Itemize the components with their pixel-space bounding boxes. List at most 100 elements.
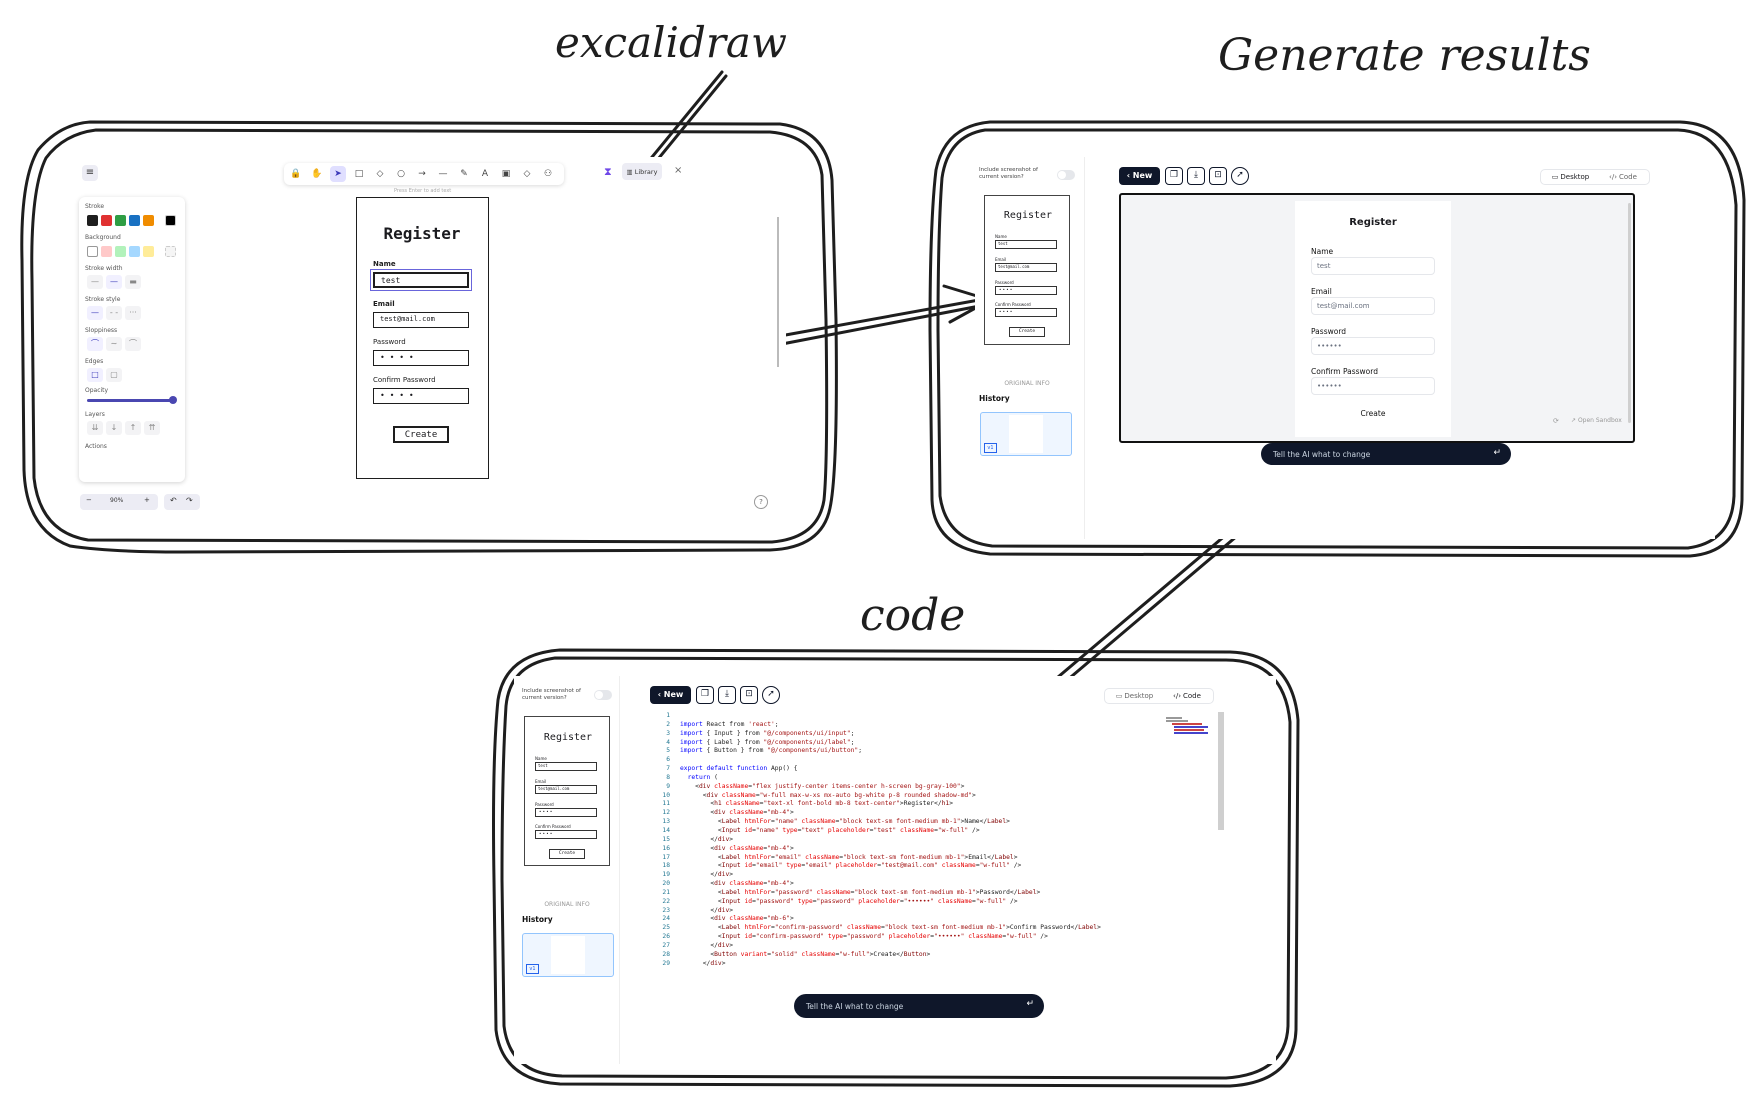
sloppiness-cartoonist[interactable]: ⌒ [125,337,141,351]
rectangle-tool[interactable]: □ [354,169,364,179]
desktop-tab[interactable]: ▭Desktop [1543,170,1598,184]
preview-password-input[interactable]: •••••• [1311,337,1435,355]
select-element-icon[interactable]: ➚ [1231,167,1249,185]
new-button[interactable]: ‹ New [1119,167,1160,185]
wireframe-confirm-input[interactable]: • • • • [373,388,469,404]
send-backward-icon[interactable]: ↓ [106,421,122,435]
sloppiness-artist[interactable]: ∼ [106,337,122,351]
magic-icon[interactable]: ⧗ [604,165,612,178]
zoom-level[interactable]: 90% [110,497,124,504]
original-thumbnail[interactable]: Register Name test Email test@mail.com P… [984,195,1070,345]
zoom-out-button[interactable]: − [86,496,92,504]
stroke-red[interactable] [101,215,112,226]
code-thumb-name-input: test [535,762,597,771]
opacity-handle[interactable] [169,396,177,404]
arrow-tool[interactable]: → [418,169,426,179]
code-download-icon[interactable]: ⤓ [718,686,736,704]
stroke-blue[interactable] [129,215,140,226]
bg-pink[interactable] [101,246,112,257]
code-deploy-icon[interactable]: ⊡ [740,686,758,704]
canvas-scrollbar[interactable] [777,217,779,367]
copy-icon[interactable]: ❐ [1165,167,1183,185]
image-tool[interactable]: ▣ [501,169,511,179]
line-number: 19 [662,871,670,879]
history-item-v1[interactable]: v1 [980,412,1072,456]
redo-button[interactable]: ↷ [186,496,193,505]
wireframe-password-input[interactable]: • • • • [373,350,469,366]
code-line: import { Label } from "@/components/ui/l… [680,738,855,746]
code-history-item-v1[interactable]: v1 [522,933,614,977]
bg-green[interactable] [115,246,126,257]
wireframe-create-button[interactable]: Create [393,426,449,443]
code-original-thumbnail[interactable]: Register Name test Email test@mail.com P… [524,716,610,866]
preview-create-button[interactable]: Create [1360,409,1386,418]
download-icon[interactable]: ⤓ [1187,167,1205,185]
enter-icon[interactable]: ↵ [1493,448,1501,458]
lock-tool[interactable]: 🔒 [290,169,302,179]
ai-prompt-input[interactable]: Tell the AI what to change ↵ [1261,443,1511,465]
preview-name-input[interactable]: test [1311,257,1435,275]
line-tool[interactable]: — [438,169,448,179]
stroke-orange[interactable] [143,215,154,226]
code-tab[interactable]: ‹/› Code [1609,173,1637,181]
ellipse-tool[interactable]: ○ [397,169,405,179]
open-sandbox-link[interactable]: ↗ Open Sandbox [1571,417,1622,424]
zoom-in-button[interactable]: + [144,496,150,504]
draw-tool[interactable]: ✎ [460,169,468,179]
send-to-back-icon[interactable]: ⇊ [87,421,103,435]
code-include-toggle[interactable] [594,690,612,700]
bring-forward-icon[interactable]: ↑ [125,421,141,435]
preview-confirm-input[interactable]: •••••• [1311,377,1435,395]
edges-sharp[interactable]: □ [87,368,103,382]
wireframe-frame[interactable]: Register Name test Email test@mail.com P… [356,197,489,479]
code-ai-prompt-input[interactable]: Tell the AI what to change ↵ [794,994,1044,1018]
close-icon[interactable]: × [674,165,683,176]
code-view-switch: ▭ Desktop ‹/› Code [1104,688,1214,704]
help-button[interactable]: ? [754,495,768,509]
code-scrollbar[interactable] [1218,712,1224,830]
hand-tool[interactable]: ✋ [311,169,323,179]
line-number: 15 [662,835,670,843]
code-code-tab[interactable]: ‹/› Code [1173,692,1201,700]
preview-email-input[interactable]: test@mail.com [1311,297,1435,315]
stroke-extra-bold[interactable]: ▬ [125,275,141,289]
deploy-icon[interactable]: ⊡ [1209,167,1227,185]
edges-round[interactable]: ▢ [106,368,122,382]
extra-tools[interactable]: ⚇ [543,169,553,179]
undo-button[interactable]: ↶ [170,496,177,505]
code-desktop-tab[interactable]: ▭ Desktop [1115,692,1154,700]
opacity-slider[interactable] [87,399,173,402]
stroke-current[interactable] [165,215,176,226]
bg-blue[interactable] [129,246,140,257]
library-button[interactable]: ▥Library [622,163,662,180]
text-tool[interactable]: A [481,169,489,179]
selection-tool[interactable]: ➤ [330,166,346,182]
menu-button[interactable]: ≡ [82,165,98,181]
wireframe-email-input[interactable]: test@mail.com [373,312,469,328]
sloppiness-architect[interactable]: ⌒ [87,337,103,351]
stroke-dotted[interactable]: ··· [125,306,141,320]
include-screenshot-toggle[interactable] [1057,170,1075,180]
code-select-element-icon[interactable]: ➚ [762,686,780,704]
stroke-dashed[interactable]: - - [106,306,122,320]
bring-to-front-icon[interactable]: ⇈ [144,421,160,435]
preview-scrollbar[interactable] [1628,203,1631,423]
bg-transparent[interactable] [165,246,176,257]
stroke-solid[interactable]: — [87,306,103,320]
code-line: <div className="w-full max-w-xs mx-auto … [680,791,976,799]
bg-white[interactable] [87,246,98,257]
stroke-thin[interactable]: — [87,275,103,289]
stroke-green[interactable] [115,215,126,226]
stroke-bold[interactable]: — [106,275,122,289]
monitor-icon: ▭ [1551,173,1559,181]
refresh-icon[interactable]: ⟳ [1553,417,1559,425]
code-enter-icon[interactable]: ↵ [1026,999,1034,1009]
wireframe-name-input[interactable]: test [370,269,472,291]
diamond-tool[interactable]: ◇ [376,169,384,179]
stroke-black[interactable] [87,215,98,226]
code-new-button[interactable]: ‹ New [650,686,691,704]
eraser-tool[interactable]: ◇ [523,169,531,179]
bg-yellow[interactable] [143,246,154,257]
code-copy-icon[interactable]: ❐ [696,686,714,704]
